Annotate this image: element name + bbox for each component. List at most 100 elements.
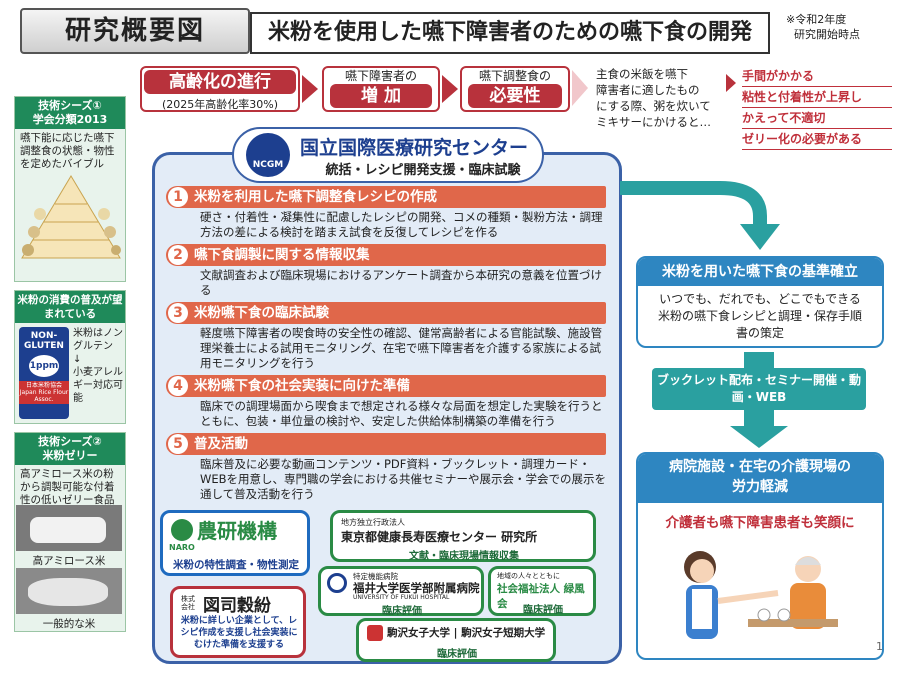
partner-naro: 農研機構 NARO 米粉の特性調査・物性測定 [160,510,310,576]
flow-arrow-icon [302,75,318,103]
org-name: 国立国際医療研究センター [300,137,529,159]
section-text: 臨床での調理場面から喫食まで想定される様々な局面を想定した実験を行うとともに、包… [200,399,603,428]
section-title: 米粉嚥下食の臨床試験 [194,305,329,321]
diagram-title: 米粉を使用した嚥下障害者のための嚥下食の開発 [250,12,770,54]
tmig-desc: 文献・臨床現場情報収集 [409,551,519,562]
diagram-badge: 研究概要図 [20,8,250,54]
header-note: ※令和2年度 研究開始時点 [786,12,896,42]
non-gluten-logo: NON- GLUTEN 1ppm 日本米粉協会 Japan Rice Flour… [19,327,69,419]
komazawa-logo-icon [367,625,383,641]
dissemination-label: ブックレット配布・セミナー開催・動画・WEB [652,368,866,410]
explain-line: にする際、粥を炊いて [596,99,711,113]
explain-line: ミキサーにかけると… [596,115,711,129]
fukui-small: 特定機能病院 [353,572,398,581]
jelly-label-1: 高アミロース米 [32,555,106,567]
zukou-small: 株式 会社 [181,595,195,611]
partner-zukou: 株式 会社 図司穀紛 米粉に詳しい企業として、レシピ作成を支援し社会実装にむけた… [170,586,306,658]
riceflour-text: 米粉はノングルテン ↓ 小麦アレルギー対応可能 [73,328,123,404]
riceflour-head: 米粉の消費の普及が望まれている [15,291,125,323]
down-arrow-stem-icon [744,410,774,428]
outcome2-text: 介護者も嚥下障害患者も笑顔に [665,515,855,531]
aging-sub: (2025年高齢化率30%) [161,98,279,111]
need-line2: 必要性 [468,84,562,108]
logo-ppm: 1ppm [29,355,59,377]
section-text: 臨床普及に必要な動画コンテンツ・PDF資料・ブックレット・調理カード・WEBを用… [200,457,607,501]
ncgh-logo-text: NCGM [252,160,284,170]
caregiver-illustration-icon [684,551,838,639]
naro-name: 農研機構 [197,519,277,543]
tmig-name: 東京都健康長寿医療センター 研究所 [341,530,538,544]
issues-list: 手間がかかる 粘性と付着性が上昇し かえって不適切 ゼリー化の必要がある [742,66,892,150]
zukou-desc: 米粉に詳しい企業として、レシピ作成を支援し社会実装にむけた準備を支援する [180,616,298,650]
outcome-care: 病院施設・在宅の介護現場の労力軽減 介護者も嚥下障害患者も笑顔に [636,452,884,660]
aging-label: 高齢化の進行 [144,70,296,94]
ryokufu-small: 地域の人々とともに [497,572,560,580]
down-arrow-stem-icon [744,352,774,370]
jelly-label-2: 一般的な米 [42,618,96,630]
curved-arrow-icon [620,181,780,250]
ncgh-header: NCGM 国立国際医療研究センター 統括・レシピ開発支援・臨床試験 [232,127,544,183]
outcome-standard: 米粉を用いた嚥下食の基準確立 いつでも、だれでも、どこでもできる米粉の嚥下食レシ… [636,256,884,348]
section-text: 軽度嚥下障害者の喫食時の安全性の確認、健常高齢者による官能試験、施設管理栄養士に… [200,326,603,370]
zukou-name: 図司穀紛 [203,596,271,616]
issue-item: ゼリー化の必要がある [742,129,892,150]
tmig-small: 地方独立行政法人 [341,518,405,527]
naro-leaf-icon [171,519,193,541]
increase-line2: 増 加 [330,84,432,108]
explain-line: 主食の米飯を嚥下 [596,67,688,81]
fukui-en: UNIVERSITY OF FUKUI HOSPITAL [353,594,450,601]
section-title: 嚥下食調製に関する情報収集 [194,247,370,263]
seed1-head: 技術シーズ① 学会分類2013 [15,97,125,129]
partner-ryokufu: 地域の人々とともに 社会福祉法人 緑風会 臨床評価 [488,566,596,616]
logo-assoc: 日本米粉協会 Japan Rice Flour Assoc. [19,381,69,404]
naro-desc: 米粉の特性調査・物性測定 [173,559,299,571]
partner-tmig: 地方独立行政法人 東京都健康長寿医療センター 研究所 文献・臨床現場情報収集 [330,510,596,562]
partner-fukui: 特定機能病院 福井大学医学部附属病院 UNIVERSITY OF FUKUI H… [318,566,484,617]
komazawa-desc: 臨床評価 [437,649,477,660]
seed-box-1: 技術シーズ① 学会分類2013 嚥下能に応じた嚥下調整食の状態・物性を定めたバイ… [14,96,126,282]
ryokufu-name: 社会福祉法人 緑風会 [497,583,585,610]
section-bar-3: 3 米粉嚥下食の臨床試験 [166,302,606,324]
komazawa-name: 駒沢女子大学 | 駒沢女子短期大学 [387,627,546,639]
flow-step-need: 嚥下調整食の 必要性 [460,66,570,112]
flow-arrow-light-icon [572,70,588,106]
issue-arrow-icon [726,74,736,92]
outcome2-head: 病院施設・在宅の介護現場の労力軽減 [638,454,882,503]
jelly-photo-high-amylose [16,505,122,551]
jelly-photo-normal [16,568,122,614]
logo-text: GLUTEN [24,341,64,351]
issue-item: 手間がかかる [742,66,892,87]
flow-arrow-icon [442,75,458,103]
ryokufu-desc: 臨床評価 [523,605,563,616]
note-line-2: 研究開始時点 [794,28,860,41]
outcome1-text: いつでも、だれでも、どこでもできる米粉の嚥下食レシピと調理・保存手順書の策定 [658,292,863,340]
seed-box-rice-flour: 米粉の消費の普及が望まれている NON- GLUTEN 1ppm 日本米粉協会 … [14,290,126,424]
seed2-text: 高アミロース米の粉から調製可能な付着性の低いゼリー食品 [20,468,115,506]
section-text: 硬さ・付着性・凝集性に配慮したレシピの開発、コメの種類・製粉方法・調理方法の差に… [200,210,603,239]
seed2-head: 技術シーズ② 米粉ゼリー [15,433,125,465]
ncgh-logo-icon: NCGM [246,133,290,177]
org-sub: 統括・レシピ開発支援・臨床試験 [325,163,521,178]
outcome1-head: 米粉を用いた嚥下食の基準確立 [638,258,882,286]
issue-item: 粘性と付着性が上昇し [742,87,892,108]
flow-step-increase: 嚥下障害者の 増 加 [322,66,440,112]
page-number: 1 [876,640,883,653]
section-number: 4 [168,376,188,396]
down-arrow-head-icon [730,426,788,448]
naro-small: NARO [169,543,195,552]
section-number: 1 [168,187,188,207]
section-text: 文献調査および臨床現場におけるアンケート調査から本研究の意義を位置づける [200,268,603,297]
seed1-text: 嚥下能に応じた嚥下調整食の状態・物性を定めたバイブル [20,132,115,170]
fukui-logo-icon [327,573,347,593]
partner-komazawa: 駒沢女子大学 | 駒沢女子短期大学 臨床評価 [356,618,556,662]
issue-item: かえって不適切 [742,108,892,129]
flow-step-aging: 高齢化の進行 (2025年高齢化率30%) [140,66,300,112]
section-number: 3 [168,303,188,323]
logo-text: NON- [30,331,58,341]
section-title: 普及活動 [194,436,248,452]
increase-line1: 嚥下障害者の [344,69,417,83]
